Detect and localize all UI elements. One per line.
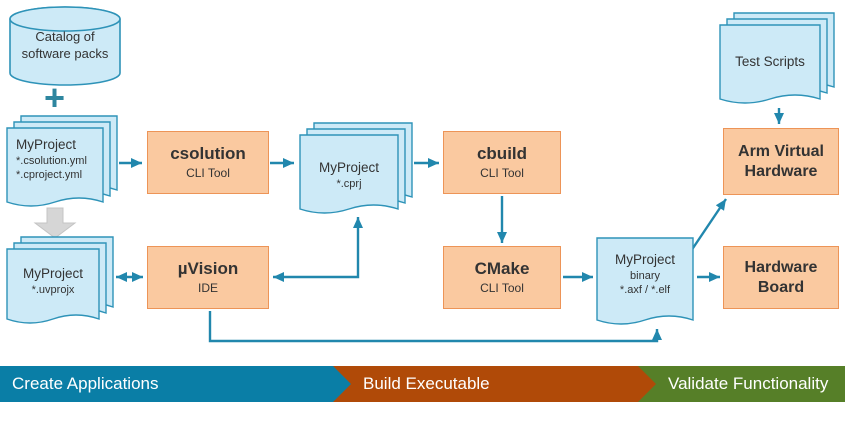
- phase-validate-functionality-label: Validate Functionality: [668, 374, 829, 393]
- node-hardware-board: Hardware Board: [723, 246, 839, 309]
- phase-create-applications: Create Applications: [0, 366, 357, 402]
- node-uvision-ide: µVision IDE: [147, 246, 269, 309]
- uvision-subtitle: IDE: [197, 280, 218, 295]
- node-cbuild-tool: cbuild CLI Tool: [443, 131, 561, 194]
- document-icon: [596, 237, 694, 325]
- database-cylinder-icon: [9, 6, 121, 86]
- node-myproject-yml: MyProject *.csolution.yml *.cproject.yml: [6, 115, 118, 213]
- myproject-binary-label: MyProject binary *.axf / *.elf: [614, 252, 675, 297]
- phase-build-executable: Build Executable: [333, 366, 680, 402]
- node-myproject-uvprojx: MyProject *.uvprojx: [6, 236, 114, 330]
- node-myproject-binary: MyProject binary *.axf / *.elf: [596, 236, 694, 328]
- cmake-subtitle: CLI Tool: [480, 280, 524, 295]
- avh-line1: Arm Virtual: [738, 142, 824, 160]
- arrow-binary-to-avh: [690, 198, 727, 252]
- csolution-title: csolution: [170, 144, 246, 164]
- catalog-label: Catalog of software packs: [21, 29, 109, 61]
- plus-icon: +: [44, 77, 66, 118]
- uvision-title: µVision: [177, 259, 239, 279]
- myproject-yml-label: MyProject *.csolution.yml *.cproject.yml: [16, 137, 87, 182]
- phase-build-executable-label: Build Executable: [363, 374, 490, 393]
- phase-create-applications-label: Create Applications: [12, 374, 159, 393]
- node-cmake-tool: CMake CLI Tool: [443, 246, 561, 309]
- arrow-uvision-cprj-bidir: [273, 217, 363, 282]
- node-csolution-tool: csolution CLI Tool: [147, 131, 269, 194]
- document-stack-icon: [719, 12, 835, 104]
- myproject-uvprojx-label: MyProject *.uvprojx: [22, 266, 83, 296]
- hardware-board-line1: Hardware: [744, 258, 818, 276]
- node-myproject-cprj: MyProject *.cprj: [299, 122, 413, 220]
- avh-line2: Hardware: [744, 162, 818, 180]
- myproject-cprj-label: MyProject *.cprj: [318, 160, 379, 190]
- csolution-subtitle: CLI Tool: [186, 165, 230, 180]
- node-software-pack-catalog: Catalog of software packs: [8, 5, 122, 87]
- hardware-board-line2: Board: [757, 278, 805, 296]
- node-test-scripts: Test Scripts: [719, 12, 837, 110]
- cbuild-title: cbuild: [476, 144, 528, 164]
- test-scripts-label: Test Scripts: [735, 54, 805, 69]
- cbuild-subtitle: CLI Tool: [480, 165, 524, 180]
- document-stack-icon: [6, 236, 114, 324]
- arrow-uvision-to-binary: [208, 311, 662, 343]
- phase-validate-functionality: Validate Functionality: [638, 366, 845, 402]
- node-arm-virtual-hardware: Arm Virtual Hardware: [723, 128, 839, 195]
- cmake-title: CMake: [474, 259, 530, 279]
- document-stack-icon: [299, 122, 413, 214]
- document-stack-icon: [6, 115, 118, 207]
